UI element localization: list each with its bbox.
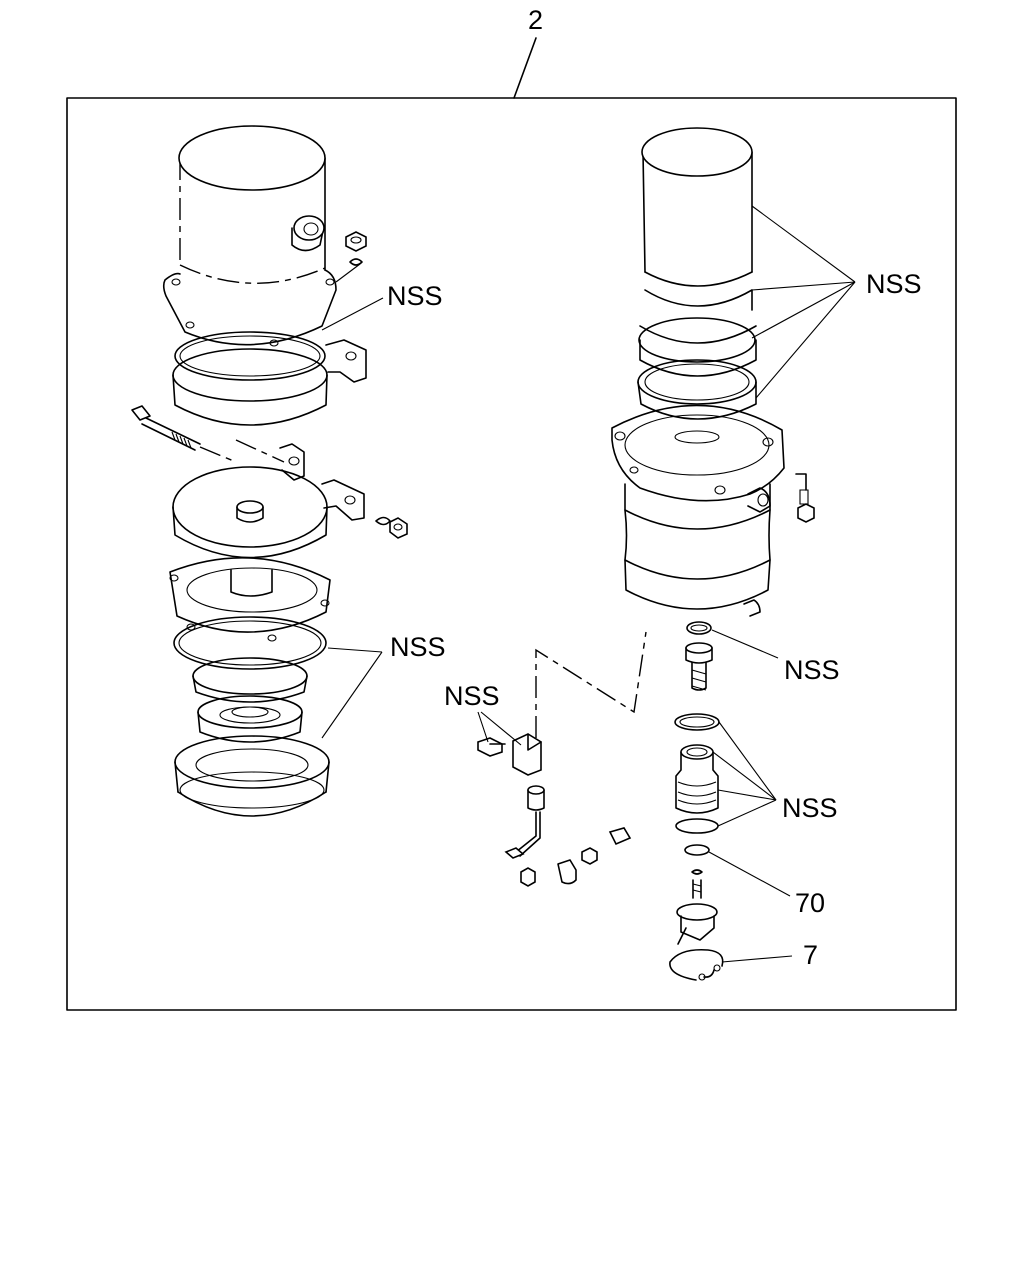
left-gasket-mid	[173, 616, 327, 670]
left-nut-lower	[375, 516, 408, 539]
callout-assembly: 2	[528, 5, 543, 35]
assembly-leader	[513, 37, 537, 99]
left-diaphragm	[192, 657, 308, 743]
right-seals	[637, 289, 757, 420]
bracket	[512, 733, 542, 776]
callout-nss-right-top: NSS	[866, 269, 922, 299]
left-gasket-top	[174, 331, 326, 381]
left-band-upper	[172, 339, 367, 426]
right-housing-flange	[611, 404, 785, 502]
callout-nss-left-top: NSS	[387, 281, 443, 311]
snap-ring	[669, 948, 724, 981]
sensor	[504, 785, 545, 859]
callout-nss-right-bottom: NSS	[782, 793, 838, 823]
left-bolt	[131, 405, 285, 463]
small-fittings	[520, 827, 632, 887]
middle-parts: NSS	[444, 631, 647, 887]
assembly-frame	[66, 97, 957, 1011]
left-flange	[162, 269, 337, 347]
left-housing-flange	[169, 556, 331, 642]
left-nut-top	[345, 231, 367, 266]
right-housing-screw	[795, 473, 815, 523]
callout-nss-right-mid: NSS	[784, 655, 840, 685]
callout-part-7: 7	[803, 940, 818, 970]
left-cylinder-cap	[178, 125, 326, 284]
right-housing-body	[624, 483, 771, 617]
left-bottom-cup	[174, 735, 330, 817]
right-valve-stack	[674, 621, 720, 945]
left-cylinder-boss	[291, 215, 325, 252]
callout-nss-bracket: NSS	[444, 681, 500, 711]
left-assembly: NSS NSS	[131, 125, 446, 817]
right-cylinder	[641, 127, 753, 287]
right-assembly: NSS	[611, 127, 922, 981]
callout-part-70: 70	[795, 888, 825, 918]
callout-nss-left-bottom: NSS	[390, 632, 446, 662]
bracket-screw	[477, 737, 506, 757]
left-shaft	[230, 569, 273, 597]
left-band-lower	[172, 443, 365, 559]
